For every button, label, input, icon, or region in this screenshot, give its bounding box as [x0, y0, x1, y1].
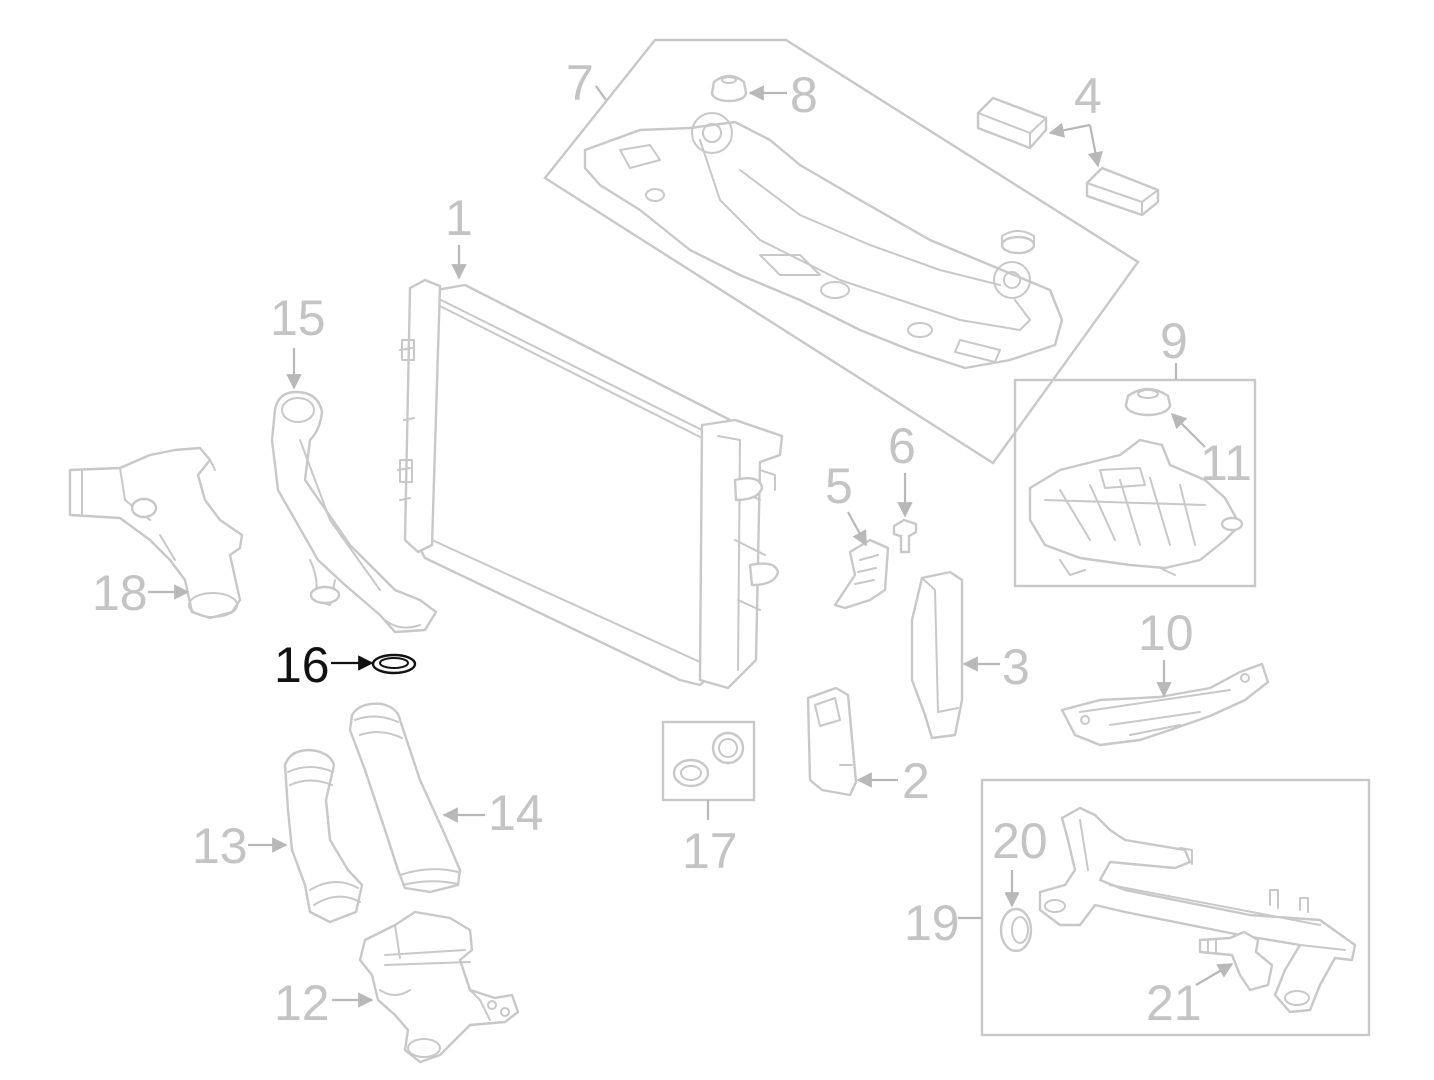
callout-7: 7: [566, 55, 594, 111]
upper-crossmember-group[interactable]: [543, 38, 1140, 465]
callout-2: 2: [902, 753, 930, 809]
callout-14: 14: [488, 785, 544, 841]
radiator-right-tank: [698, 418, 784, 690]
callout-3: 3: [1002, 639, 1030, 695]
callout-18: 18: [92, 565, 148, 621]
thermostat-housing[interactable]: [68, 446, 244, 620]
expansion-tank-group[interactable]: [1013, 378, 1257, 588]
seal-kit[interactable]: [661, 720, 756, 802]
callout-5: 5: [825, 458, 853, 514]
water-outlet-housing[interactable]: [358, 910, 520, 1064]
coolant-hose-13[interactable]: [283, 748, 364, 924]
insulator-pads[interactable]: [976, 96, 1160, 217]
crossmember-bushing: [1000, 235, 1036, 255]
callout-8: 8: [790, 67, 818, 123]
radiator[interactable]: [397, 278, 784, 690]
callout-11: 11: [1200, 435, 1252, 491]
callout-19: 19: [904, 895, 960, 951]
callout-6: 6: [888, 418, 916, 474]
radiator-bracket[interactable]: [833, 538, 890, 610]
crossmember-mount-bushing[interactable]: [710, 74, 748, 103]
callout-13: 13: [192, 818, 248, 874]
coolant-pipe: [1038, 806, 1357, 1014]
callout-21: 21: [1146, 975, 1202, 1031]
expansion-tank-cap[interactable]: [1124, 387, 1172, 417]
callout-12: 12: [274, 975, 330, 1031]
callout-17: 17: [682, 823, 738, 879]
air-deflector-lower[interactable]: [806, 686, 858, 797]
pipe-seal[interactable]: [999, 907, 1033, 953]
upper-crossmember[interactable]: [583, 120, 1064, 370]
temperature-sensor[interactable]: [1198, 930, 1274, 992]
coolant-pipe-group[interactable]: [980, 778, 1371, 1037]
air-deflector-side[interactable]: [910, 570, 964, 740]
callout-20: 20: [992, 813, 1048, 869]
callout-9: 9: [1160, 313, 1188, 369]
callout-16: 16: [274, 637, 330, 693]
coolant-hose-14[interactable]: [348, 702, 462, 894]
callout-4: 4: [1074, 68, 1102, 124]
o-ring[interactable]: [371, 653, 417, 675]
callout-10: 10: [1138, 605, 1194, 661]
upper-radiator-hose[interactable]: [270, 390, 438, 634]
callout-1: 1: [445, 190, 473, 246]
crossmember-outline-box: [543, 38, 1140, 465]
mounting-bolt[interactable]: [892, 518, 918, 554]
callout-15: 15: [270, 290, 326, 346]
